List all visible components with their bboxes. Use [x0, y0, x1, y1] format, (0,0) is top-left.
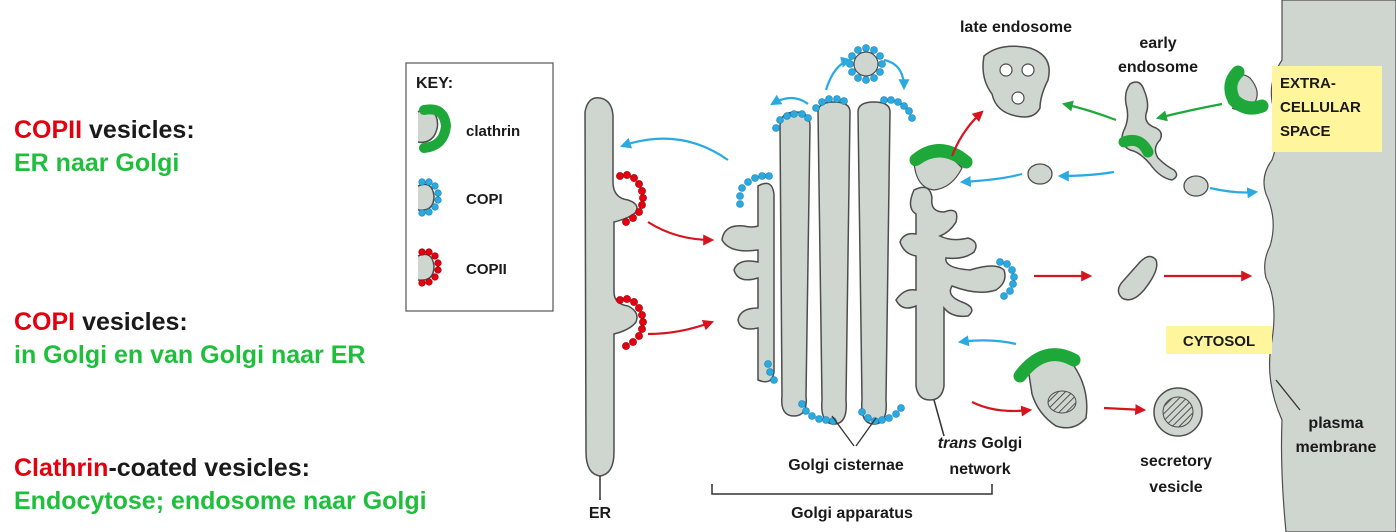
trans-golgi-italic: trans: [938, 435, 977, 452]
cisternae-pointer-2: [855, 417, 877, 447]
blue-arrows: [619, 56, 1259, 347]
clathrin-secretory-precursor: [1013, 348, 1088, 429]
golgi-cis-cisterna: [721, 182, 775, 383]
early-endosome-clathrin: [1118, 134, 1154, 158]
clathrin-heading-rest: -coated vesicles:: [108, 454, 310, 482]
arrow-golgi-to-er: [619, 137, 729, 161]
golgi-apparatus-bracket: [711, 484, 993, 495]
plasma-membrane-label-1: plasma: [1308, 415, 1363, 432]
secretory-vesicle-label-2: vesicle: [1149, 479, 1202, 496]
arrow-tgn-to-secretory: [971, 401, 1033, 417]
extracellular-label-1: EXTRA-: [1280, 75, 1336, 92]
copii-highlight: COPII: [14, 116, 83, 144]
clathrin-highlight: Clathrin: [14, 454, 109, 482]
plasma-membrane-pointer: [1275, 379, 1301, 411]
copii-heading-rest: vesicles:: [82, 116, 195, 144]
early-endosome-label-1: early: [1139, 35, 1176, 52]
key-copii-label: COPII: [466, 261, 507, 278]
copii-description: ER naar Golgi: [14, 149, 180, 177]
early-endosome-label-2: endosome: [1118, 59, 1198, 76]
cytosol-box: [1166, 326, 1272, 354]
small-vesicle-1: [1027, 163, 1053, 185]
key-box: KEY: clathrin COPI COPII: [405, 62, 554, 312]
golgi-cisternae-label: Golgi cisternae: [788, 457, 904, 474]
copi-heading-rest: vesicles:: [75, 308, 188, 336]
arrow-to-tgn-1: [959, 172, 1023, 188]
tgn-clathrin-coat-top: [910, 145, 972, 168]
arrow-er-to-golgi-2: [647, 319, 715, 336]
arrow-to-tgn-2: [957, 335, 1017, 347]
golgi-top-copi-coats: [772, 95, 916, 132]
secretory-vesicle: [1153, 387, 1203, 437]
arrow-golgi-retro-2: [824, 56, 853, 91]
free-copi-vesicle: [846, 44, 886, 84]
copi-heading: COPI vesicles:: [14, 306, 188, 339]
cytosol-label: CYTOSOL: [1183, 333, 1255, 350]
key-clathrin-label: clathrin: [466, 123, 520, 140]
key-clathrin-icon: [417, 104, 452, 153]
trans-golgi-label-2: network: [949, 461, 1010, 478]
late-endosome: [982, 45, 1050, 118]
golgi-apparatus-label: Golgi apparatus: [791, 505, 913, 522]
arrow-to-late-endosome: [950, 110, 984, 157]
clathrin-description: Endocytose; endosome naar Golgi: [14, 487, 427, 515]
cisternae-pointer-1: [831, 415, 855, 447]
arrow-golgi-retro-3: [883, 58, 910, 91]
small-vesicle-2: [1183, 175, 1209, 197]
green-arrows: [1061, 100, 1223, 122]
golgi-cisternae-stack: [779, 101, 891, 425]
key-title: KEY:: [416, 75, 453, 92]
secretory-vesicle-label-1: secretory: [1140, 453, 1212, 470]
key-copi-icon: [417, 178, 442, 217]
clathrin-heading: Clathrin-coated vesicles:: [14, 452, 310, 485]
transport-vesicle: [1117, 255, 1158, 301]
copii-heading: COPII vesicles:: [14, 114, 195, 147]
golgi-cis-copi-coat: [736, 172, 773, 208]
key-copi-label: COPI: [466, 191, 503, 208]
er-label: ER: [589, 505, 612, 522]
arrow-endosome-to-vesicle: [1057, 170, 1115, 182]
arrow-to-secretory-vesicle: [1103, 404, 1147, 416]
early-endosome: [1121, 81, 1178, 181]
arrow-pm-to-early: [1155, 102, 1223, 122]
key-copii-icon: [417, 248, 442, 287]
endoplasmic-reticulum: [584, 97, 638, 500]
trans-golgi-rest: Golgi: [977, 435, 1022, 452]
er-copii-coat-2: [616, 295, 647, 350]
arrow-golgi-retro-1: [770, 94, 809, 106]
red-arrows: [647, 110, 1253, 417]
trans-golgi-label-1: trans Golgi: [938, 435, 1022, 452]
arrow-vesicle-to-pm-recycle: [1209, 186, 1259, 199]
extracellular-box: [1272, 66, 1382, 152]
extracellular-label-2: CELLULAR: [1280, 99, 1361, 116]
er-copii-coat-1: [616, 171, 647, 226]
trans-golgi-network: [895, 186, 1006, 437]
extracellular-label-3: SPACE: [1280, 123, 1331, 140]
late-endosome-label: late endosome: [960, 19, 1072, 36]
tgn-copi-coat: [996, 258, 1018, 300]
arrow-er-to-golgi-1: [647, 221, 715, 246]
pm-clathrin-coat: [1224, 65, 1269, 115]
arrow-early-to-late: [1061, 100, 1117, 122]
copi-highlight: COPI: [14, 308, 76, 336]
copi-description: in Golgi en van Golgi naar ER: [14, 341, 366, 369]
plasma-membrane-label-2: membrane: [1296, 439, 1377, 456]
